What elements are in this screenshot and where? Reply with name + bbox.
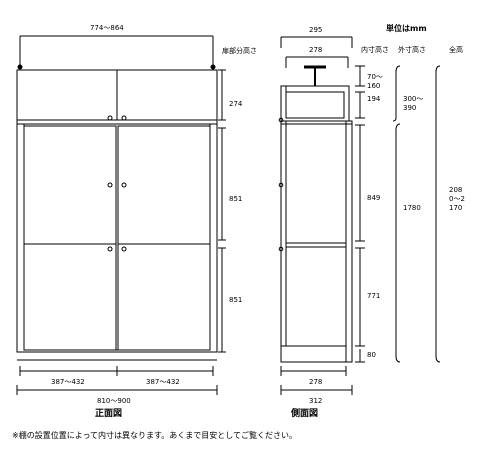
front-adjuster-feet: [19, 58, 214, 70]
front-bottom-width: 810〜900: [97, 397, 131, 405]
front-middle-right-door: [117, 125, 211, 245]
side-depth-inner: 278: [309, 46, 323, 54]
front-height-1: 274: [229, 100, 243, 108]
front-lower-right-door: [117, 243, 211, 351]
side-inner-height-5: 80: [367, 351, 376, 359]
side-bottom-depth-dimension: [280, 366, 353, 395]
side-outer-height-2: 1780: [403, 204, 421, 212]
front-cabinet: [16, 69, 218, 361]
side-cabinet: [278, 85, 353, 363]
side-ceiling-jack: [304, 65, 326, 86]
front-door-width-left: 387〜432: [51, 378, 85, 386]
front-door-height-label: 扉部分高さ: [222, 47, 257, 55]
header-total-height: 全高: [449, 46, 463, 54]
front-height-2: 851: [229, 195, 243, 203]
footnote: ※棚の設置位置によって内寸は異なります。あくまで目安としてご覧ください。: [12, 431, 298, 440]
side-top-unit: [280, 85, 350, 122]
side-bottom-outer-depth: 312: [309, 397, 323, 405]
front-view-title: 正面図: [95, 409, 123, 419]
side-inner-height-3: 849: [367, 194, 381, 202]
side-depth-dimension: [280, 36, 353, 68]
front-top-width-label: 774〜864: [90, 24, 124, 32]
front-height-dimension: [218, 69, 226, 353]
header-outer-height: 外寸高さ: [398, 46, 426, 54]
front-middle-left-door: [23, 125, 117, 245]
side-outer-height-1: 300〜390: [403, 95, 424, 112]
front-lower-left-door: [23, 243, 117, 351]
front-bottom-width-dimension: [16, 385, 218, 395]
side-inner-height-1: 70〜160: [367, 73, 383, 90]
side-view-title: 側面図: [291, 409, 319, 419]
front-door-width-right: 387〜432: [146, 378, 180, 386]
front-top-width-dimension: [19, 35, 214, 58]
side-total-height-dimension: [435, 65, 441, 363]
side-shelf: [285, 242, 347, 248]
side-main-body: [280, 120, 353, 363]
side-depth-outer: 295: [309, 26, 323, 34]
side-inner-height-2: 194: [367, 95, 381, 103]
side-outer-height-dimension: [392, 65, 401, 363]
side-total-height: 2080〜2170: [449, 186, 465, 212]
header-inner-height: 内寸高さ: [361, 46, 389, 54]
front-door-width-dimension: [19, 366, 214, 376]
front-height-3: 851: [229, 296, 243, 304]
side-inner-height-4: 771: [367, 292, 381, 300]
unit-label: 単位はmm: [386, 24, 427, 33]
side-bottom-inner-depth: 278: [309, 378, 323, 386]
side-inner-height-dimension: [355, 65, 365, 363]
